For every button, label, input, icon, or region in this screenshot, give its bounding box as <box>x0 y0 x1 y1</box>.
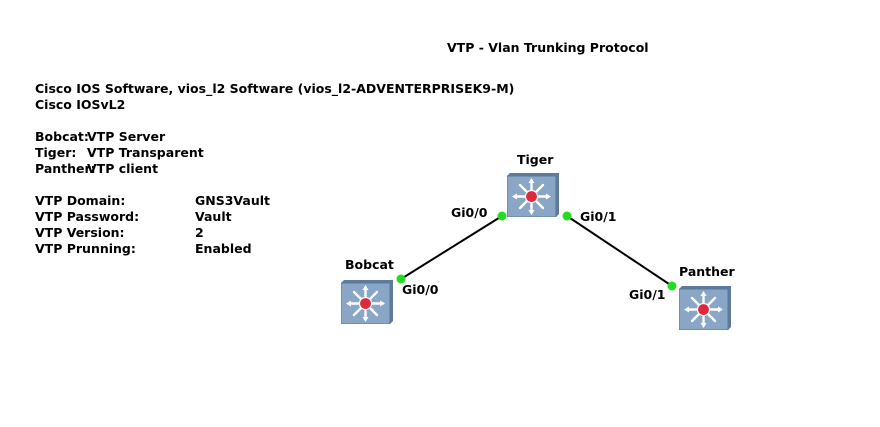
port-label-panther-gi01: Gi0/1 <box>629 287 666 302</box>
status-dot-bobcat-gi00 <box>396 274 406 284</box>
switch-bobcat[interactable] <box>340 280 393 325</box>
status-dot-tiger-gi01 <box>562 211 572 221</box>
node-label-bobcat: Bobcat <box>345 257 394 272</box>
node-label-tiger: Tiger <box>517 152 554 167</box>
status-dot-panther-gi01 <box>667 281 677 291</box>
link-tiger-panther[interactable] <box>566 215 673 287</box>
role-value: VTP Transparent <box>87 145 204 160</box>
switch-icon <box>678 286 731 331</box>
role-name: Bobcat: <box>35 129 89 144</box>
setting-key: VTP Prunning: <box>35 241 136 256</box>
setting-key: VTP Version: <box>35 225 125 240</box>
role-value: VTP client <box>87 161 159 176</box>
role-name: Panther: <box>35 161 96 176</box>
setting-value: GNS3Vault <box>195 193 271 208</box>
switch-icon <box>506 173 559 218</box>
status-dot-tiger-gi00 <box>497 211 507 221</box>
port-label-tiger-gi00: Gi0/0 <box>451 205 488 220</box>
role-name: Tiger: <box>35 145 77 160</box>
port-label-tiger-gi01: Gi0/1 <box>580 209 617 224</box>
port-label-bobcat-gi00: Gi0/0 <box>402 282 439 297</box>
page-title: VTP - Vlan Trunking Protocol <box>447 40 649 55</box>
switch-icon <box>340 280 393 325</box>
link-tiger-bobcat[interactable] <box>400 215 503 280</box>
setting-value: Enabled <box>195 241 252 256</box>
setting-key: VTP Domain: <box>35 193 126 208</box>
setting-key: VTP Password: <box>35 209 140 224</box>
setting-value: Vault <box>195 209 232 224</box>
switch-panther[interactable] <box>678 286 731 331</box>
setting-value: 2 <box>195 225 204 240</box>
switch-tiger[interactable] <box>506 173 559 218</box>
node-label-panther: Panther <box>679 264 735 279</box>
ios-line-2: Cisco IOSvL2 <box>35 97 126 112</box>
role-value: VTP Server <box>87 129 166 144</box>
ios-line-1: Cisco IOS Software, vios_l2 Software (vi… <box>35 81 515 96</box>
